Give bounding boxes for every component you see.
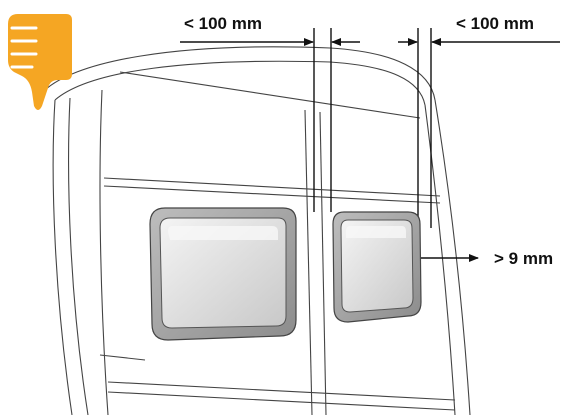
door-window-right — [332, 211, 422, 323]
van-body — [39, 46, 471, 415]
protrusion-label: > 9 mm — [494, 249, 553, 268]
thumbs-down-icon — [8, 14, 72, 110]
right-gap-label: < 100 mm — [456, 14, 534, 33]
left-gap-label: < 100 mm — [184, 14, 262, 33]
rear-window-left — [149, 207, 297, 341]
dimension-guides — [313, 28, 432, 228]
